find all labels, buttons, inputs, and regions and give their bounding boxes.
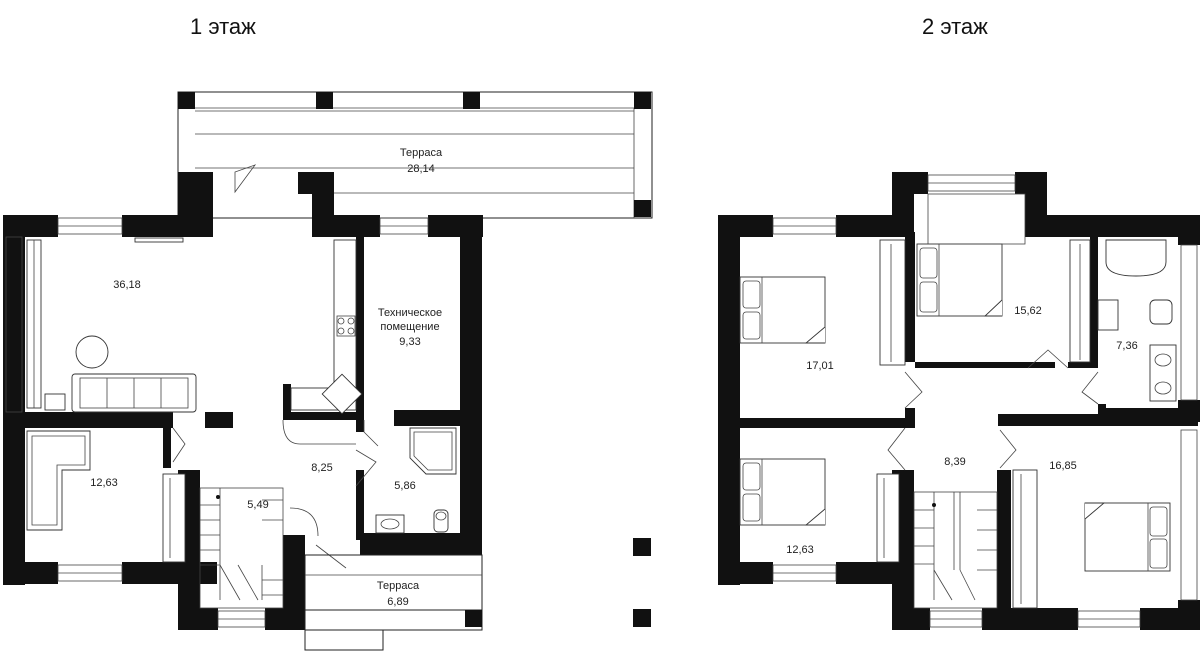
floor-1-windows xyxy=(5,217,429,628)
terrace-top-area: 28,14 xyxy=(407,163,435,175)
terrace-top-name: Терраса xyxy=(400,147,443,159)
floor-2-plan: 17,01 15,62 7,36 8,39 12,63 16,85 xyxy=(718,172,1200,630)
floor-1-title: 1 этаж xyxy=(190,14,256,39)
bath-2-area: 7,36 xyxy=(1116,340,1137,352)
living-area: 36,18 xyxy=(113,279,141,291)
floor-1-plan: Терраса 28,14 36,18 Техническое помещени… xyxy=(3,91,653,651)
room-sw-furniture xyxy=(26,430,186,563)
bed-n-furniture xyxy=(916,193,1091,363)
terrace-top xyxy=(177,91,653,219)
column-mid-lower xyxy=(633,609,651,627)
bed-n-area: 15,62 xyxy=(1014,305,1042,317)
floor-2-windows xyxy=(772,174,1198,628)
bed-sw-furniture xyxy=(739,458,900,563)
bath-2-furniture xyxy=(1097,239,1177,402)
floor-1-doors xyxy=(172,164,377,569)
bath-1-area: 5,86 xyxy=(394,480,415,492)
floor-2-title: 2 этаж xyxy=(922,14,988,39)
floor-2-doors xyxy=(887,349,1099,471)
bed-sw-area: 12,63 xyxy=(786,544,814,556)
living-furniture xyxy=(26,237,197,413)
bed-se-furniture xyxy=(1012,469,1171,609)
stairs-2 xyxy=(913,491,998,609)
bathroom-1 xyxy=(375,427,457,534)
technical-name-1: Техническое xyxy=(378,307,442,319)
hall-1-area: 8,25 xyxy=(311,462,332,474)
hall-2-area: 8,39 xyxy=(944,456,965,468)
terrace-bottom-area: 6,89 xyxy=(387,596,408,608)
terrace-bottom xyxy=(304,554,483,651)
bed-se-area: 16,85 xyxy=(1049,460,1077,472)
floor-1-walls xyxy=(3,172,483,630)
bed-nw-furniture xyxy=(739,239,906,366)
technical-area: 9,33 xyxy=(399,336,420,348)
stairs-1 xyxy=(199,487,284,609)
column-mid-upper xyxy=(633,538,651,556)
kitchen xyxy=(290,239,363,415)
terrace-bottom-name: Терраса xyxy=(377,580,420,592)
floor-2-walls xyxy=(718,172,1200,630)
bed-nw-area: 17,01 xyxy=(806,360,834,372)
tech-room-door xyxy=(363,420,379,447)
technical-name-2: помещение xyxy=(380,321,439,333)
stair-1-area: 5,49 xyxy=(247,499,268,511)
room-sw-1-area: 12,63 xyxy=(90,477,118,489)
